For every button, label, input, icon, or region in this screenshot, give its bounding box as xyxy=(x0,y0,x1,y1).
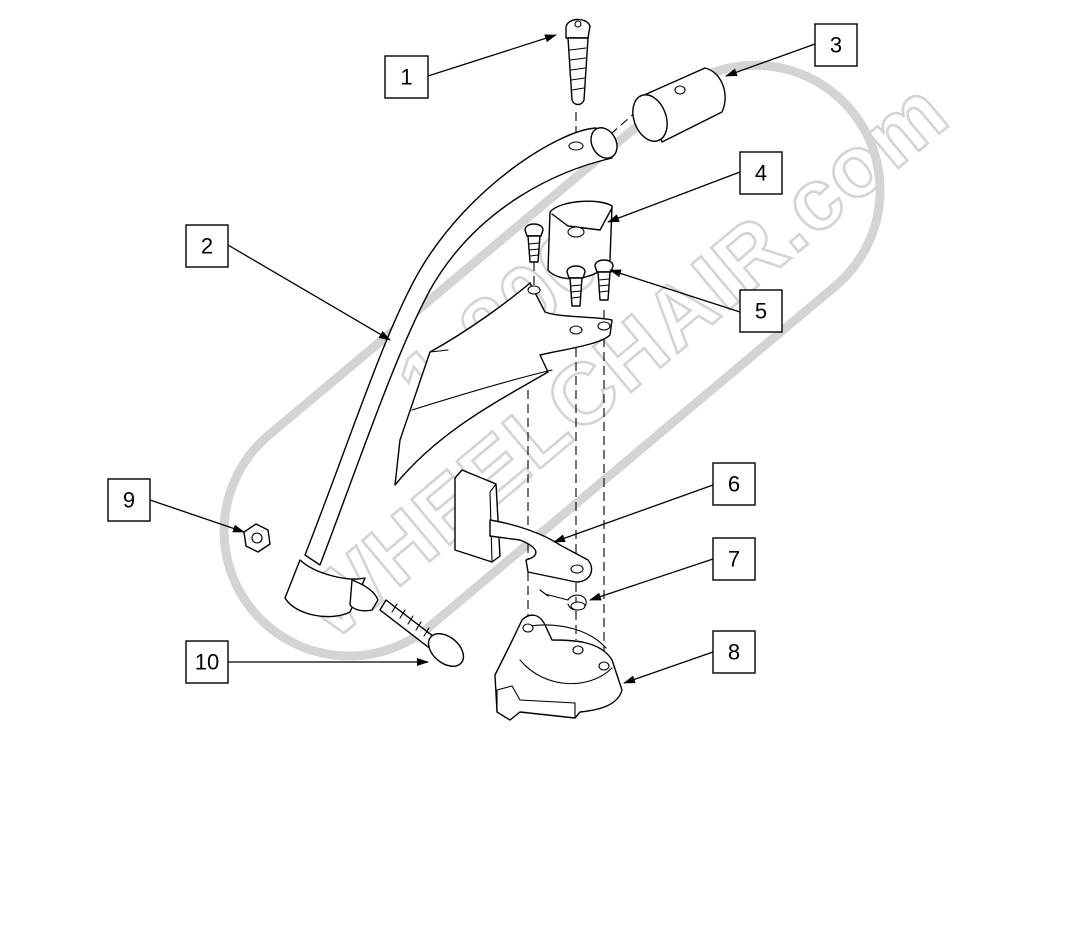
callout-2: 2 xyxy=(185,224,229,268)
callout-9: 9 xyxy=(107,478,151,522)
callout-10: 10 xyxy=(185,640,229,684)
small-screws xyxy=(524,223,614,307)
armrest-tube xyxy=(284,127,618,618)
callout-7: 7 xyxy=(712,537,756,581)
callout-1: 1 xyxy=(384,55,429,99)
callout-3: 3 xyxy=(814,23,858,67)
hex-nut xyxy=(243,523,271,553)
release-lever xyxy=(454,469,593,583)
callout-4-label: 4 xyxy=(755,161,767,186)
callout-5: 5 xyxy=(739,289,783,333)
assembly-center-lines xyxy=(527,109,639,660)
tube-hole xyxy=(568,141,584,151)
callout-1-label: 1 xyxy=(400,65,412,90)
callout-6: 6 xyxy=(712,462,756,506)
sleeve-part xyxy=(632,67,726,143)
clamp-base xyxy=(494,614,623,721)
callout-9-label: 9 xyxy=(123,488,135,513)
carriage-bolt xyxy=(379,599,465,667)
callout-2-label: 2 xyxy=(201,234,213,259)
callout-8: 8 xyxy=(712,630,756,674)
tube-end-cap xyxy=(590,127,618,159)
callout-5-label: 5 xyxy=(755,299,767,324)
spacer-block xyxy=(547,200,613,280)
callout-10-label: 10 xyxy=(195,650,219,675)
long-screw xyxy=(565,18,591,106)
callout-7-label: 7 xyxy=(728,547,740,572)
callout-3-label: 3 xyxy=(830,33,842,58)
watermark-ring xyxy=(219,60,885,661)
spring-part xyxy=(539,589,587,611)
callout-8-label: 8 xyxy=(728,640,740,665)
callout-4: 4 xyxy=(739,151,783,195)
callout-6-label: 6 xyxy=(728,472,740,497)
leader-lines xyxy=(149,34,816,684)
